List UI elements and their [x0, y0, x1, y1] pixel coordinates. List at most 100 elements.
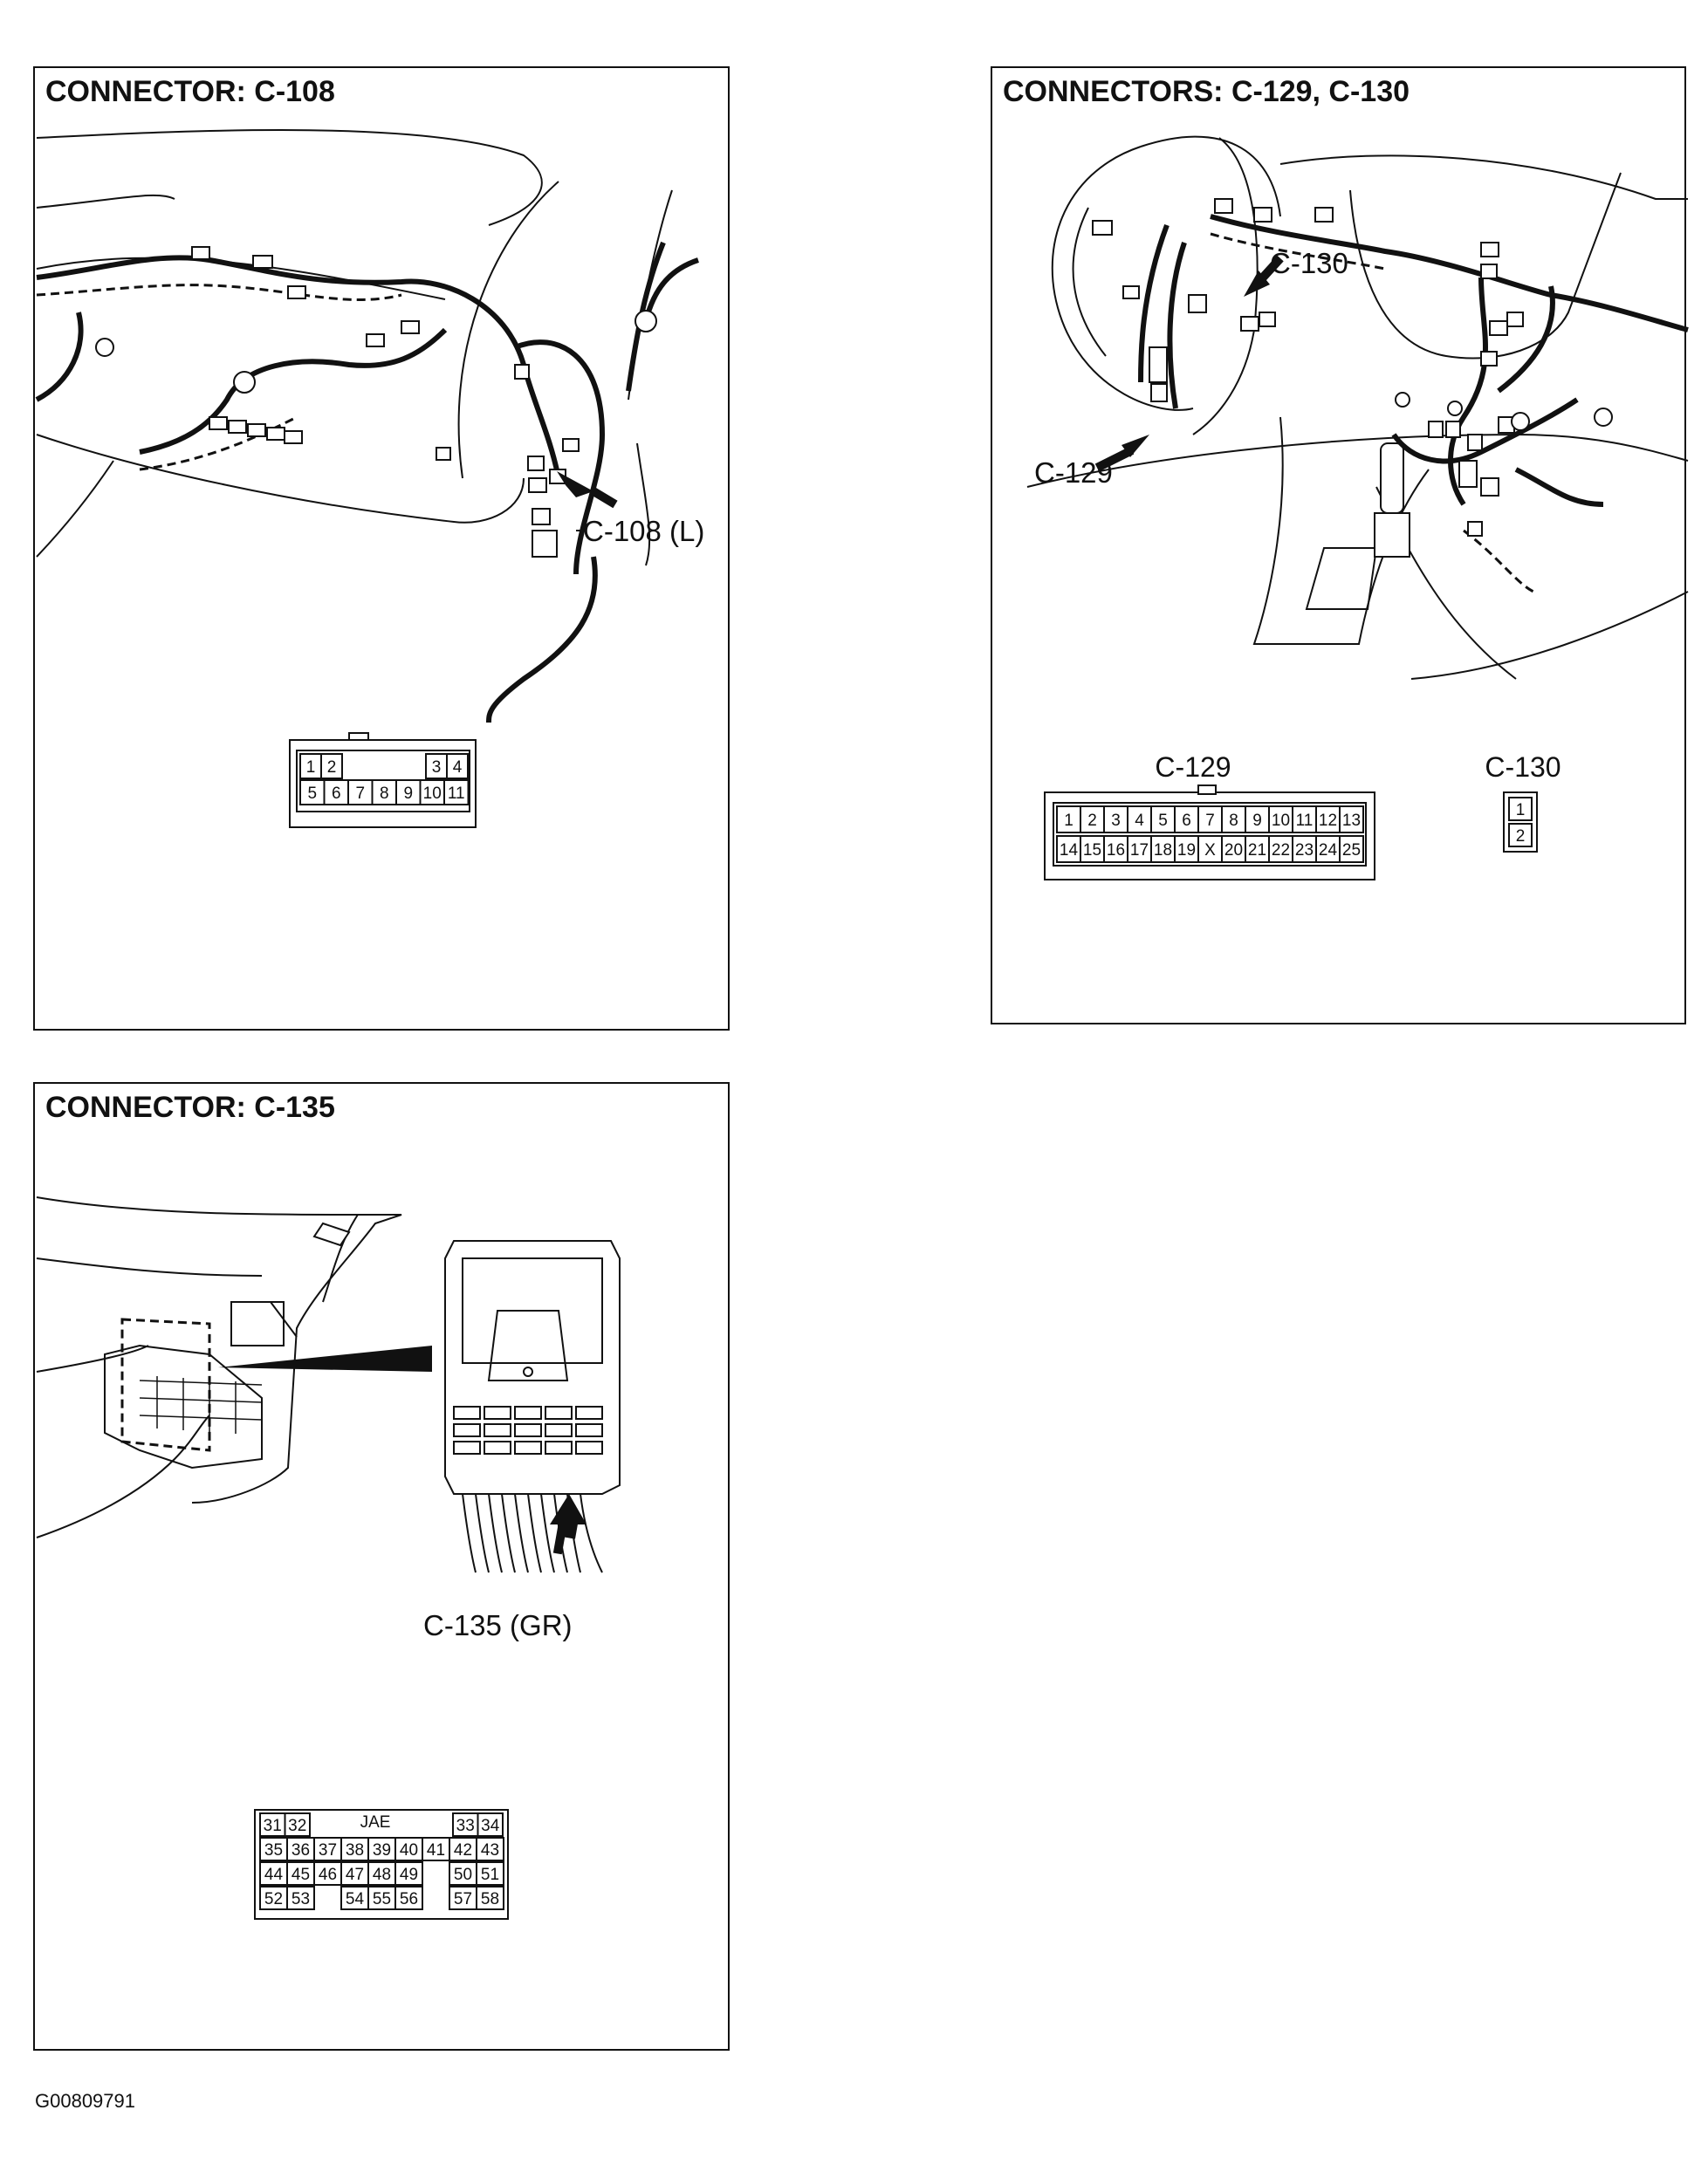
pin-cavity	[477, 1812, 504, 1837]
pin-number: 24	[1319, 841, 1338, 860]
pin-cavity	[1150, 835, 1176, 863]
pin-number: 8	[380, 784, 389, 803]
pin-cavity	[419, 779, 445, 805]
pin-number: 57	[454, 1890, 472, 1908]
pin-cavity	[449, 1837, 477, 1861]
pin-cavity	[323, 779, 349, 805]
panel-title: CONNECTOR: C-135	[45, 1091, 340, 1125]
panel-title: CONNECTORS: C-129, C-130	[1003, 75, 1416, 109]
pin-cavity	[286, 1837, 315, 1861]
pin-number: 47	[346, 1866, 364, 1884]
pin-number: 52	[264, 1890, 283, 1908]
pin-number: 6	[1182, 812, 1191, 830]
pin-number: 9	[1252, 812, 1262, 830]
pin-cavity	[367, 1886, 396, 1910]
pin-number: 34	[481, 1817, 500, 1835]
pin-number: 49	[400, 1866, 418, 1884]
pin-cavity	[1103, 835, 1128, 863]
pin-number: 5	[307, 784, 317, 803]
pin-number: 11	[1296, 812, 1314, 830]
pin-cavity	[446, 753, 469, 779]
label-c130: C-130	[1485, 751, 1561, 783]
pin-number: 7	[1205, 812, 1215, 830]
pin-number: 4	[453, 758, 463, 777]
callout-c108: C-108 (L)	[583, 515, 704, 547]
pin-cavity	[286, 1886, 315, 1910]
pin-cavity	[347, 779, 374, 805]
steering-console-wiring-illustration: C-130 C-129	[1026, 135, 1689, 680]
pin-number: 33	[456, 1817, 475, 1835]
pin-cavity	[1080, 835, 1105, 863]
pin-cavity	[1268, 805, 1293, 833]
pin-cavity	[452, 1812, 479, 1837]
pin-cavity	[1508, 797, 1533, 821]
pin-number: 51	[481, 1866, 499, 1884]
pin-number: 2	[1087, 812, 1097, 830]
pin-number: 19	[1177, 841, 1196, 860]
connector-brand: JAE	[360, 1813, 391, 1832]
pin-number: 17	[1130, 841, 1149, 860]
pin-number: 36	[292, 1841, 310, 1860]
pin-number: 37	[319, 1841, 337, 1860]
pin-number: 13	[1342, 812, 1361, 830]
pin-cavity	[259, 1837, 288, 1861]
pin-number: X	[1204, 841, 1216, 860]
pin-cavity	[1127, 835, 1152, 863]
pin-cavity	[340, 1861, 369, 1886]
pin-number: 23	[1295, 841, 1314, 860]
pin-cavity	[1197, 835, 1223, 863]
pin-number: 12	[1319, 812, 1337, 830]
label-c129: C-129	[1155, 751, 1231, 783]
pin-number: 41	[427, 1841, 445, 1860]
pin-cavity	[443, 779, 470, 805]
pin-cavity	[1174, 835, 1199, 863]
figure-id: G00809791	[35, 2090, 135, 2112]
pin-number: 42	[454, 1841, 472, 1860]
pin-number: 5	[1158, 812, 1168, 830]
pin-cavity	[394, 1886, 423, 1910]
pin-cavity	[1245, 805, 1270, 833]
pin-number: 22	[1272, 841, 1290, 860]
pin-number: 1	[1064, 812, 1074, 830]
pin-number: 43	[481, 1841, 499, 1860]
pin-number: 4	[1135, 812, 1144, 830]
pin-cavity	[1315, 805, 1341, 833]
pin-number: 18	[1154, 841, 1172, 860]
pin-number: 56	[400, 1890, 418, 1908]
pin-cavity	[1508, 823, 1533, 847]
pin-cavity	[299, 753, 322, 779]
pin-number: 21	[1248, 841, 1266, 860]
pin-cavity	[1292, 835, 1317, 863]
pin-number: 35	[264, 1841, 283, 1860]
dashboard-wiring-illustration: C-108 (L)	[35, 129, 704, 723]
pin-number: 40	[400, 1841, 418, 1860]
pin-number: 8	[1229, 812, 1238, 830]
pin-number: 1	[1516, 801, 1526, 819]
panel-c135: CONNECTOR: C-135	[33, 1082, 730, 2051]
pin-cavity	[313, 1861, 342, 1886]
pin-number: 3	[432, 758, 442, 777]
pin-cavity	[394, 1861, 423, 1886]
pin-number: 45	[292, 1866, 310, 1884]
pin-number: 58	[481, 1890, 499, 1908]
pin-number: 32	[288, 1817, 306, 1835]
pin-number: 9	[403, 784, 413, 803]
pin-number: 2	[1516, 827, 1526, 846]
pin-cavity	[1339, 805, 1364, 833]
pin-number: 44	[264, 1866, 284, 1884]
pin-cavity	[286, 1861, 315, 1886]
callout-c135: C-135 (GR)	[423, 1609, 573, 1641]
pin-cavity	[476, 1886, 504, 1910]
pin-number: 39	[373, 1841, 391, 1860]
pin-number: 11	[448, 784, 465, 803]
pin-number: 54	[346, 1890, 365, 1908]
pin-cavity	[1056, 805, 1081, 833]
pin-number: 10	[423, 784, 442, 803]
pin-cavity	[449, 1886, 477, 1910]
pin-cavity	[1056, 835, 1081, 863]
pin-cavity	[1080, 805, 1105, 833]
pin-number: 1	[306, 758, 316, 777]
pin-cavity	[476, 1837, 504, 1861]
